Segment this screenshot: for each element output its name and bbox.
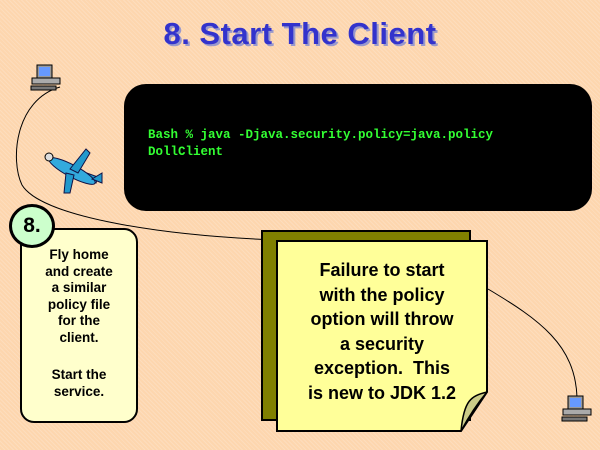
note-line: is new to JDK 1.2 [307,382,457,403]
note-line: a security [339,333,425,354]
step-line: Start the [51,367,107,382]
step-box: Fly home and create a similar policy fil… [20,228,138,423]
sticky-note: Failure to start with the policy option … [276,240,488,432]
computer-icon [561,395,592,422]
step-line: policy file [47,296,111,312]
note-text: Failure to start with the policy option … [276,258,488,405]
command-line-2: DollClient [148,145,224,159]
step-line: service. [53,383,105,399]
step-line: and create [45,263,113,279]
note-line: exception. This [313,358,451,378]
step-number-badge: 8. [9,204,55,248]
step-line: for the [58,313,100,328]
command-line-1: Bash % java -Djava.security.policy=java.… [148,128,494,142]
step-line: a similar [51,280,107,295]
step-spacer [22,346,136,367]
airplane-icon [44,148,103,194]
step-text: Fly home and create a similar policy fil… [22,247,136,400]
terminal-command: Bash % java -Djava.security.policy=java.… [148,127,493,161]
step-line: client. [59,329,99,345]
note-shape [276,240,488,432]
slide-title: 8. Start The Client [163,16,437,51]
note-line: with the policy [319,284,445,305]
note-line: Failure to start [319,260,445,280]
note-line: option will throw [310,309,454,329]
step-line: Fly home [49,247,109,262]
computer-icon [30,64,61,91]
terminal-box: Bash % java -Djava.security.policy=java.… [124,84,592,211]
